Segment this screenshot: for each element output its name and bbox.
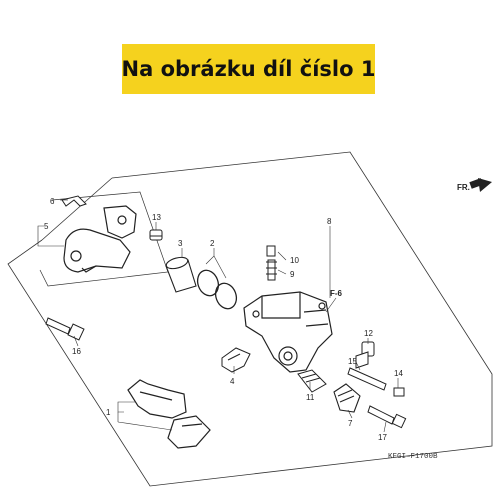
part-6-clip	[61, 195, 87, 207]
part-1-brake-pads	[127, 379, 211, 449]
callout-14: 14	[394, 369, 403, 378]
callout-4: 4	[230, 377, 235, 386]
part-5-bracket	[63, 205, 137, 273]
assembly-frame	[7, 151, 493, 487]
part-3-piston	[165, 256, 197, 293]
part-15-pin	[347, 367, 387, 391]
callout-11: 11	[306, 393, 315, 402]
callout-7: 7	[348, 419, 353, 428]
callout-16: 16	[72, 347, 81, 356]
part-16-bolt	[45, 317, 85, 341]
banner-title: Na obrázku díl číslo 1	[121, 57, 376, 81]
part-2-seals	[196, 269, 238, 310]
part-17-bolt	[367, 405, 407, 429]
callout-9: 9	[290, 270, 295, 279]
part-12-pin-bolt	[355, 341, 375, 369]
callout-1: 1	[106, 408, 111, 417]
callout-5: 5	[44, 222, 49, 231]
title-banner: Na obrázku díl číslo 1	[122, 44, 375, 94]
part-4-spring-plate	[221, 347, 251, 373]
drawing-code: KFGI–F1700B	[388, 453, 438, 461]
callout-3: 3	[178, 239, 183, 248]
callout-8: 8	[327, 217, 332, 226]
part-14-bolt	[393, 387, 405, 397]
part-13-cap	[149, 229, 163, 241]
callout-17: 17	[378, 433, 387, 442]
callout-13: 13	[152, 213, 161, 222]
callout-12: 12	[364, 329, 373, 338]
part-9-10-bleeder	[266, 245, 277, 281]
callout-10: 10	[290, 256, 299, 265]
direction-label: FR.	[457, 183, 470, 192]
callout-labels: 5 6 13 3 2 10 9 8 4 11 12 15 7 14 17 16 …	[44, 183, 470, 461]
callout-15: 15	[348, 357, 357, 366]
front-direction-arrow-icon	[469, 178, 492, 192]
callout-2: 2	[210, 239, 215, 248]
callout-leaders	[37, 199, 399, 433]
part-11-boot	[297, 369, 327, 393]
part-8-caliper-body	[243, 291, 333, 373]
part-7-boot	[333, 383, 361, 413]
reference-f6: F-6	[330, 289, 343, 298]
callout-6: 6	[50, 197, 55, 206]
